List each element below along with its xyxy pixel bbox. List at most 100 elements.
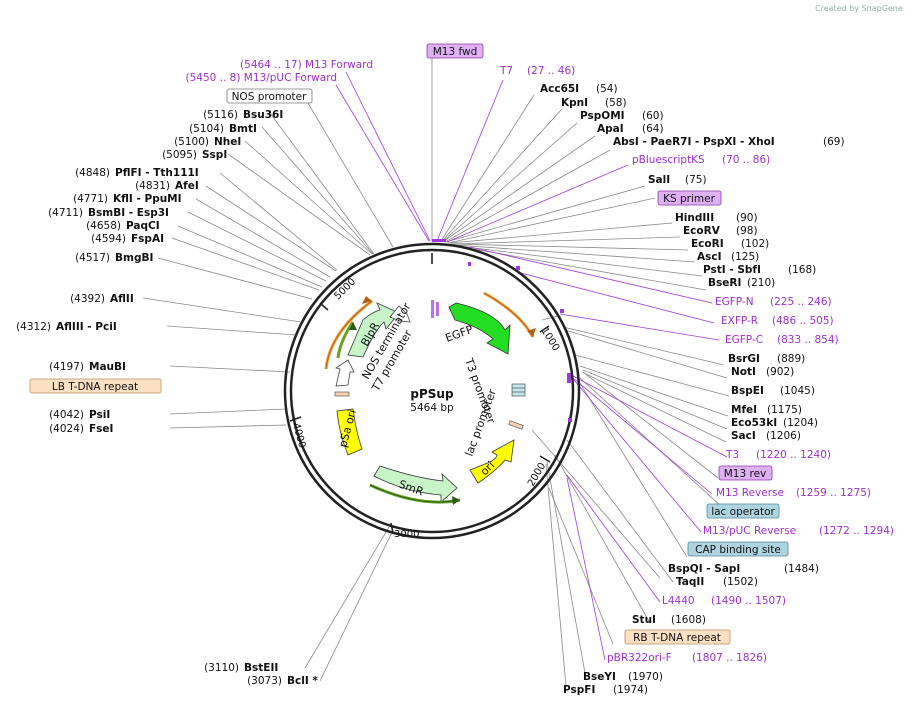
enz-afei: AfeI [175, 180, 199, 192]
pos-4024: (4024) [49, 423, 84, 435]
pos-4831: (4831) [135, 180, 170, 192]
pos-210: (210) [747, 277, 775, 289]
pos-4848: (4848) [75, 167, 110, 179]
pos-4658: (4658) [86, 220, 121, 232]
ks-primer-box: KS primer [663, 193, 715, 205]
pos-4312: (4312) [16, 321, 51, 333]
pos-60: (60) [642, 110, 664, 122]
pos-1484: (1484) [784, 563, 819, 575]
enz-kpni: KpnI [561, 97, 588, 109]
enz-fspai: FspAI [131, 233, 164, 245]
label-egfp-n: EGFP-N [715, 296, 754, 308]
pos-5095: (5095) [162, 149, 197, 161]
label-m13-reverse-range: (1259 .. 1275) [796, 487, 871, 499]
enz-kfli: KflI - PpuMI [113, 193, 182, 205]
pos-3110: (3110) [204, 662, 239, 674]
label-m13-reverse: M13 Reverse [716, 487, 784, 499]
pos-102: (102) [741, 238, 769, 250]
enz-aflii: AflII [110, 293, 134, 305]
enz-mfei: MfeI [731, 404, 757, 416]
pos-1608: (1608) [671, 614, 706, 626]
pos-58: (58) [605, 97, 627, 109]
ori-arrow [469, 439, 515, 484]
pos-5116: (5116) [203, 109, 238, 121]
pos-3073: (3073) [247, 675, 282, 687]
primer-bar-right [567, 373, 571, 383]
label-egfp-n-range: (225 .. 246) [770, 296, 832, 308]
enz-psti: PstI - SbfI [703, 264, 761, 276]
enz-saci: SacI [731, 430, 756, 442]
t7-promoter-arrow [335, 359, 355, 387]
enz-bseyi: BseYI [583, 671, 616, 683]
enz-ecorv: EcoRV [683, 225, 721, 237]
label-t3-range: (1220 .. 1240) [756, 449, 831, 461]
plasmid-name: pPSup [410, 387, 454, 401]
pos-1206: (1206) [766, 430, 801, 442]
label-pbr322ori-f-range: (1807 .. 1826) [692, 652, 767, 664]
nos-terminator-arrow [389, 305, 411, 323]
enz-bcli: BclI * [287, 675, 318, 687]
lb-tdna-box: LB T-DNA repeat [52, 381, 138, 393]
pos-1045: (1045) [780, 385, 815, 397]
enz-stui: StuI [632, 614, 656, 626]
pos-5100: (5100) [174, 136, 209, 148]
enz-afliii: AflIII - PciI [56, 321, 117, 333]
egfp-arrow [448, 302, 511, 355]
pos-4042: (4042) [49, 409, 84, 421]
pos-1974: (1974) [613, 684, 648, 696]
primer-lines [335, 71, 728, 661]
pos-4594: (4594) [91, 233, 126, 245]
pos-125: (125) [731, 251, 759, 263]
tick-marks [289, 253, 551, 534]
label-l4440: L4440 [662, 595, 695, 607]
label-m13puc-reverse: M13/pUC Reverse [703, 525, 796, 537]
tick-3000: 3000 [394, 529, 419, 540]
enz-eco53ki: Eco53kI [731, 417, 777, 429]
enz-hindiii: HindIII [675, 212, 714, 224]
enz-pspfi: PspFI [563, 684, 595, 696]
enz-fsei: FseI [89, 423, 113, 435]
pos-4392: (4392) [70, 293, 105, 305]
pos-5104: (5104) [189, 123, 224, 135]
plasmid-size: 5464 bp [410, 402, 454, 414]
nos-promoter-box: NOS promoter [232, 91, 308, 103]
primer-bar-1 [431, 300, 434, 318]
enz-bspei: BspEI [731, 385, 764, 397]
rb-tdna-marker [508, 420, 524, 430]
primer-bar-2 [436, 302, 439, 316]
enz-psii: PsiI [89, 409, 110, 421]
boxed-labels[interactable]: M13 fwd KS primer NOS promoter LB T-DNA … [29, 43, 789, 645]
enz-bsteii: BstEII [244, 662, 278, 674]
enz-pspomi: PspOMI [580, 110, 625, 122]
pos-1204: (1204) [783, 417, 818, 429]
pos-4197: (4197) [49, 361, 84, 373]
pos-1502: (1502) [723, 576, 758, 588]
leader-lines [142, 58, 734, 687]
primer-arcs [324, 291, 535, 504]
label-egfp-c: EGFP-C [725, 334, 763, 346]
pos-69: (69) [823, 136, 845, 148]
enz-bsmbi: BsmBI - Esp3I [88, 207, 169, 219]
site-labels[interactable]: (5464 .. 17) M13 Forward (5450 .. 8) M13… [16, 59, 894, 696]
psa-ori-shape [336, 408, 363, 456]
pos-75: (75) [685, 174, 707, 186]
pos-889: (889) [777, 353, 805, 365]
enz-bsu36i: Bsu36I [243, 109, 283, 121]
pos-54: (54) [596, 83, 618, 95]
enz-maubi: MauBI [89, 361, 126, 373]
label-m13puc-forward: (5450 .. 8) M13/pUC Forward [186, 72, 338, 84]
feature-shapes [334, 239, 572, 503]
m13-fwd-box: M13 fwd [433, 46, 478, 58]
label-pbluescriptks-range: (70 .. 86) [722, 154, 770, 166]
pos-4517: (4517) [75, 252, 110, 264]
pos-168: (168) [788, 264, 816, 276]
enz-asci: AscI [697, 251, 722, 263]
backbone-outer [283, 242, 581, 540]
lac-operator-box: lac operator [711, 506, 775, 518]
label-pbr322ori-f: pBR322ori-F [607, 652, 672, 664]
enz-bmgbi: BmgBI [115, 252, 153, 264]
enz-taqii: TaqII [676, 576, 704, 588]
pos-4711: (4711) [48, 207, 83, 219]
cap-binding-box: CAP binding site [695, 544, 781, 556]
